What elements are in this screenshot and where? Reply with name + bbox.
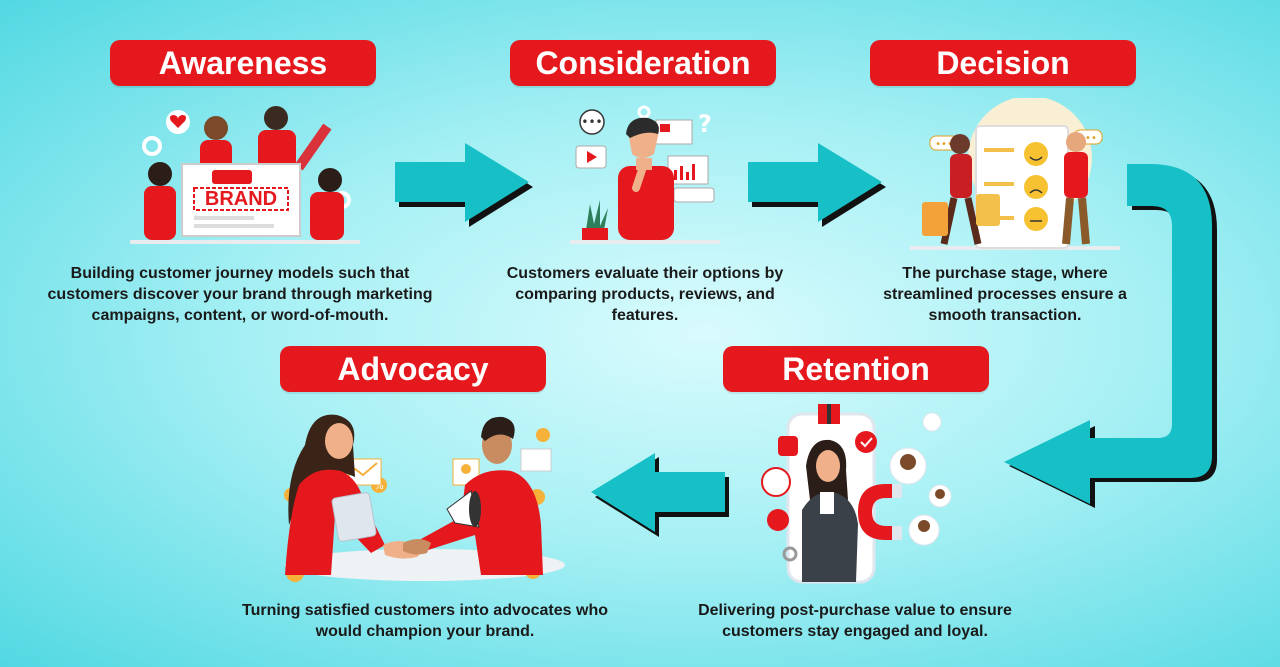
- stage-description-awareness: Building customer journey models such th…: [47, 265, 433, 324]
- gear-icon: [637, 105, 651, 119]
- illustration-awareness: BRAND: [130, 106, 360, 244]
- stage-description-retention: Delivering post-purchase value to ensure…: [698, 602, 1012, 640]
- stage-title-advocacy: Advocacy: [280, 346, 546, 392]
- stage-description-advocacy: Turning satisfied customers into advocat…: [242, 602, 608, 640]
- svg-text:•••: •••: [581, 115, 602, 129]
- question-icon: ?: [698, 110, 712, 138]
- handshake-icon: [383, 539, 431, 559]
- stage-description-decision: The purchase stage, where streamlined pr…: [883, 265, 1127, 324]
- smiley-icon: [1024, 142, 1048, 166]
- smiley-icon: [1024, 207, 1048, 231]
- arrow-awareness-to-consideration: [395, 143, 533, 227]
- svg-text:•••: •••: [935, 139, 953, 150]
- svg-text:%: %: [374, 481, 384, 492]
- illustration-advocacy: %: [284, 414, 565, 582]
- heart-icon: [536, 428, 550, 442]
- gift-icon: [818, 404, 840, 424]
- stage-title-decision: Decision: [870, 40, 1136, 86]
- brand-board-text: BRAND: [205, 188, 277, 210]
- frown-icon: [1024, 175, 1048, 199]
- magnet-icon: [858, 484, 902, 540]
- arrow-decision-to-retention: [1004, 164, 1217, 508]
- stage-title-retention: Retention: [723, 346, 989, 392]
- svg-text:•••: •••: [1079, 133, 1097, 144]
- heart-icon: [166, 110, 190, 134]
- svg-text:?: ?: [698, 110, 712, 138]
- thumbs-up-icon: [778, 436, 798, 456]
- arrow-consideration-to-decision: [748, 143, 886, 227]
- chat-bubble-icon: •••: [579, 109, 605, 135]
- illustration-retention: [761, 404, 952, 584]
- stage-title-consideration: Consideration: [510, 40, 776, 86]
- megaphone-icon: [446, 490, 481, 528]
- illustration-consideration: ••• ?: [570, 105, 720, 244]
- illustration-decision: ••• •••: [910, 98, 1120, 250]
- stage-title-awareness: Awareness: [110, 40, 376, 86]
- arrow-retention-to-advocacy: [591, 453, 729, 537]
- gear-icon: [782, 546, 798, 562]
- stage-description-consideration: Customers evaluate their options by comp…: [506, 265, 784, 324]
- gear-icon: [142, 136, 162, 156]
